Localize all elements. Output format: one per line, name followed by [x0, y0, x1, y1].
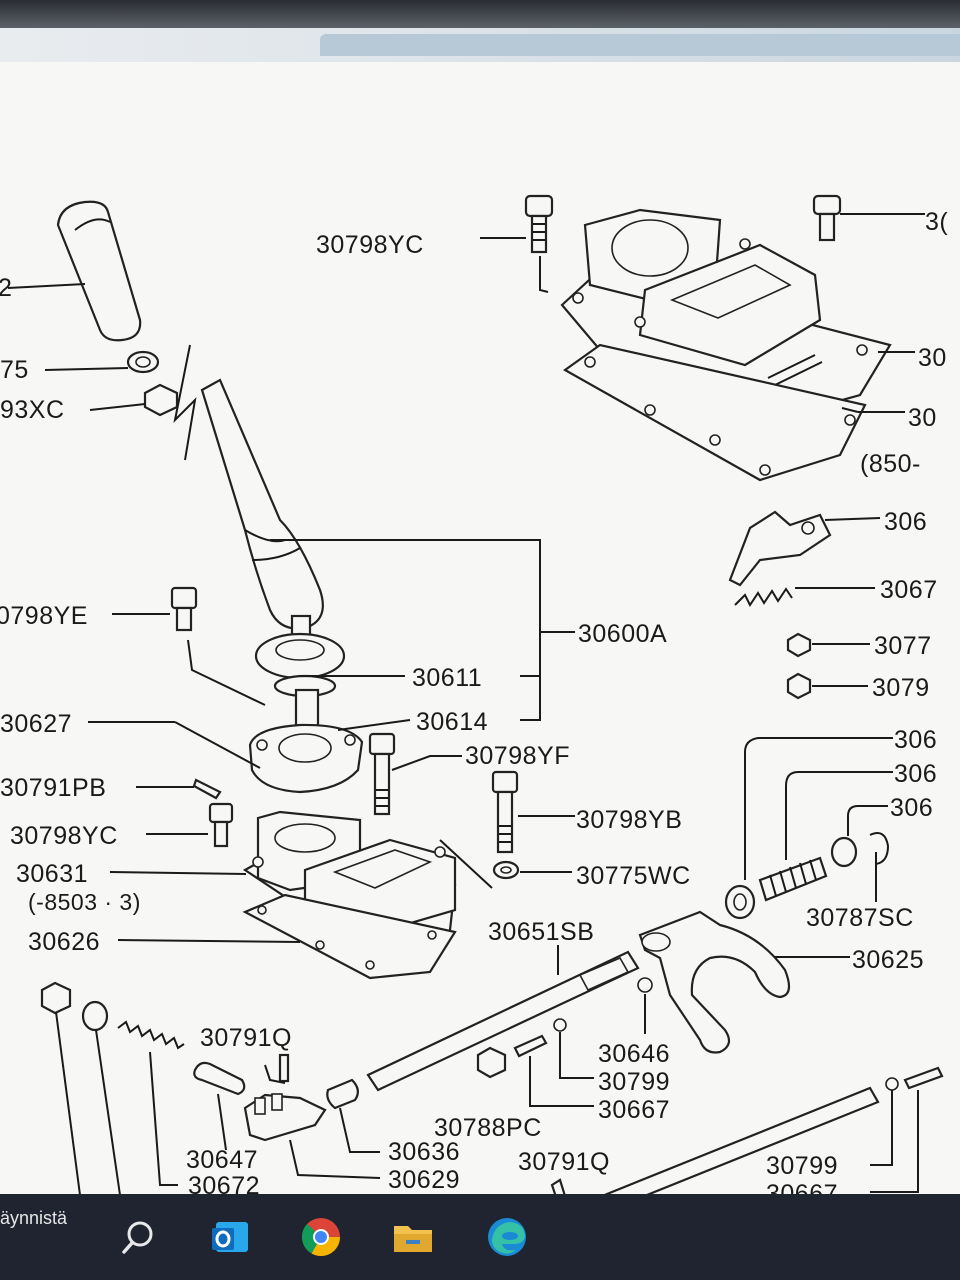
knob-nut — [126, 350, 160, 374]
bolt-30798ye — [170, 586, 198, 632]
label-right-306a: 306 — [884, 508, 927, 536]
label-30798ye: 0798YE — [0, 602, 88, 630]
label-30631: 30631 — [16, 860, 88, 888]
spring-bottom-left — [117, 1020, 185, 1050]
interlock-plate — [728, 510, 832, 587]
label-30799-a: 30799 — [598, 1068, 670, 1096]
bolt-30798yf — [368, 732, 396, 816]
label-30798yf: 30798YF — [465, 742, 570, 770]
bolt-30798yc-left — [208, 802, 234, 848]
shift-rail — [366, 950, 653, 1092]
label-30798yc-top: 30798YC — [316, 231, 424, 259]
shift-knob — [56, 200, 142, 342]
lower-gasket — [242, 893, 457, 980]
label-top-right: 3( — [925, 208, 948, 236]
plunger-30647 — [193, 1061, 246, 1096]
search-icon[interactable] — [118, 1214, 164, 1260]
shift-lug-30629 — [243, 1093, 327, 1142]
lever-boot-retainer — [248, 723, 364, 794]
label-30791q-a: 30791Q — [200, 1024, 292, 1052]
washer-bottom-left — [81, 1000, 109, 1032]
washer-30775wc — [492, 860, 520, 880]
label-30627: 30627 — [0, 710, 72, 738]
label-30647: 30647 — [186, 1146, 258, 1174]
shift-fork — [638, 910, 791, 1054]
file-explorer-icon[interactable] — [390, 1214, 436, 1260]
start-label[interactable]: äynnistä — [0, 1208, 68, 1228]
browser-tab-strip — [0, 28, 960, 62]
label-30646: 30646 — [598, 1040, 670, 1068]
label-30791pb: 30791PB — [0, 774, 106, 802]
label-30625: 30625 — [852, 946, 924, 974]
label-knob-nut: 75 — [0, 356, 29, 384]
top-housing-gasket — [562, 343, 867, 482]
label-30626: 30626 — [28, 928, 100, 956]
label-30629: 30629 — [388, 1166, 460, 1194]
label-30667-a: 30667 — [598, 1096, 670, 1124]
pin-30791q-a — [278, 1053, 290, 1083]
shift-lever — [200, 378, 346, 742]
nut-right-a — [786, 632, 812, 658]
detent-plug — [830, 836, 858, 868]
label-30799-b: 30799 — [766, 1152, 838, 1180]
outlook-icon[interactable] — [208, 1214, 254, 1260]
label-30651sb: 30651SB — [488, 918, 594, 946]
spring-right — [734, 587, 793, 607]
label-30791q-b: 30791Q — [518, 1148, 610, 1176]
edge-icon[interactable] — [484, 1214, 530, 1260]
bolt-30798yc-top — [524, 194, 554, 254]
label-306b: 306 — [894, 726, 937, 754]
label-knob: 2 — [0, 274, 12, 302]
label-306c: 306 — [894, 760, 937, 788]
nut-right-b — [786, 672, 812, 700]
label-right-3067: 3067 — [880, 576, 938, 604]
bolt-top-right — [812, 194, 842, 242]
label-30631-sub: (-8503 · 3) — [28, 889, 141, 915]
knob-lock-nut — [143, 383, 179, 417]
label-30611: 30611 — [412, 664, 482, 692]
pin-30791pb — [192, 778, 222, 800]
bolt-30788pc — [476, 1046, 507, 1079]
label-30614: 30614 — [416, 708, 488, 736]
bolt-30798yb — [491, 770, 519, 854]
detent-ball — [724, 884, 756, 920]
label-right-30b: 30 — [908, 404, 937, 432]
label-right-850: (850- — [860, 450, 921, 478]
label-30798yc-left: 30798YC — [10, 822, 118, 850]
pin-30667a — [513, 1034, 548, 1058]
label-right-3079: 3079 — [872, 674, 930, 702]
monitor-bezel — [0, 0, 960, 28]
top-housing-upper — [560, 208, 892, 422]
label-30788pc: 30788PC — [434, 1114, 542, 1142]
browser-tab[interactable] — [320, 34, 960, 56]
snap-ring-30787sc — [869, 832, 890, 865]
label-30787sc: 30787SC — [806, 904, 914, 932]
label-right-30a: 30 — [918, 344, 947, 372]
label-right-3077: 3077 — [874, 632, 932, 660]
label-30775wc: 30775WC — [576, 862, 691, 890]
label-30636: 30636 — [388, 1138, 460, 1166]
chrome-icon[interactable] — [298, 1214, 344, 1260]
detent-spring — [758, 856, 828, 902]
label-306d: 306 — [890, 794, 933, 822]
label-30600a: 30600A — [578, 620, 667, 648]
nut-bottom-left — [40, 981, 72, 1015]
label-30798yb: 30798YB — [576, 806, 682, 834]
parts-diagram-page — [0, 62, 960, 1194]
sleeve-30636 — [326, 1078, 359, 1110]
label-knob-locknut: 93XC — [0, 396, 65, 424]
windows-taskbar — [0, 1194, 960, 1280]
